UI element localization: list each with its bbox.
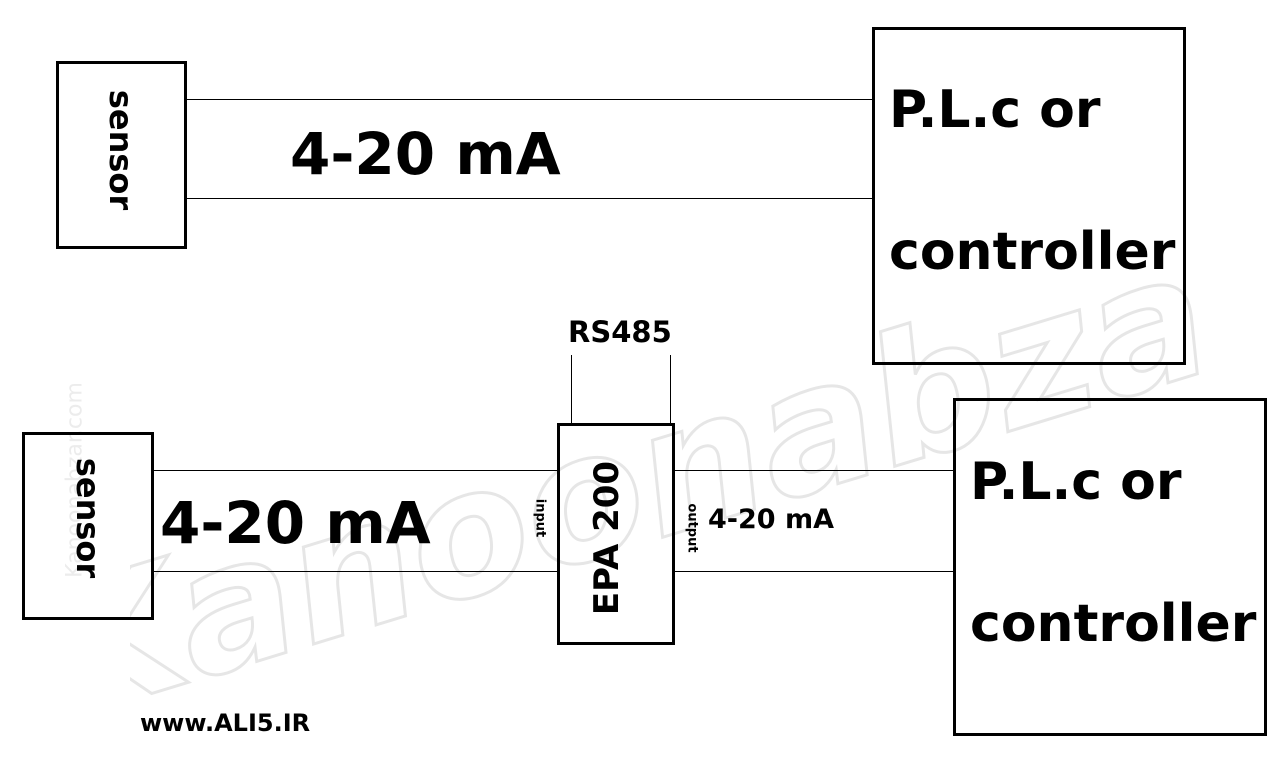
- output-label: output: [684, 503, 700, 553]
- sensor-label-1: sensor: [102, 89, 140, 211]
- signal-wire-bottom-1: [187, 198, 874, 199]
- device-label: EPA 200: [587, 460, 627, 616]
- signal-wire-in-bottom-2: [154, 571, 558, 572]
- input-label: input: [532, 498, 548, 538]
- footer-website: www.ALI5.IR: [140, 709, 311, 737]
- signal-out-label-2: 4-20 mA: [708, 504, 834, 535]
- signal-wire-in-top-2: [154, 470, 558, 471]
- sensor-box-1: [56, 61, 187, 249]
- device-box: [557, 423, 675, 645]
- signal-wire-out-bottom-2: [675, 571, 955, 572]
- controller-label-2-line1: P.L.c or: [970, 452, 1182, 512]
- bus-wire-right: [670, 355, 671, 425]
- controller-box-1: [872, 27, 1186, 365]
- controller-label-1-line1: P.L.c or: [889, 80, 1101, 140]
- sensor-label-2: sensor: [69, 457, 107, 579]
- controller-label-1-line2: controller: [889, 222, 1176, 282]
- bus-label: RS485: [568, 315, 672, 349]
- signal-label-1: 4-20 mA: [290, 120, 561, 188]
- signal-in-label-2: 4-20 mA: [160, 489, 431, 557]
- bus-wire-left: [571, 355, 572, 425]
- signal-wire-out-top-2: [675, 470, 955, 471]
- sensor-box-2: [22, 432, 154, 620]
- controller-box-2: [953, 398, 1267, 736]
- controller-label-2-line2: controller: [970, 594, 1257, 654]
- signal-wire-top-1: [187, 99, 874, 100]
